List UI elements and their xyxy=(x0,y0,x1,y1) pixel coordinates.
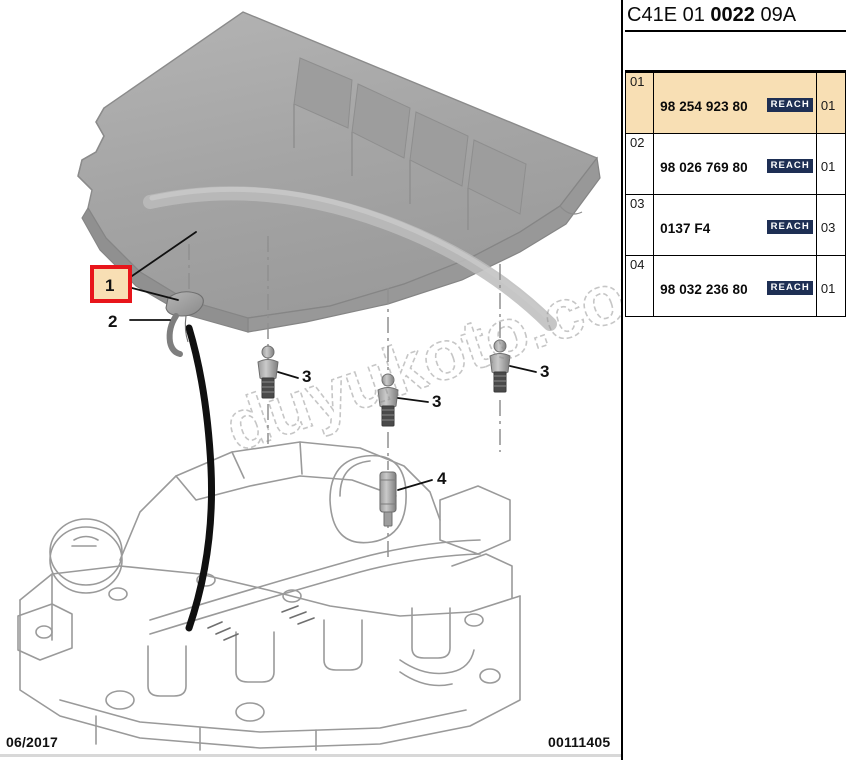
engine-block-linework xyxy=(17,441,521,751)
parts-table: 01 98 254 923 80 REACH 01 02 98 026 769 80 REA… xyxy=(624,72,846,317)
row-index-cell: 03 xyxy=(624,194,655,256)
row-index: 02 xyxy=(630,135,645,150)
tether-cable xyxy=(185,324,216,632)
part-number: 0137 F4 xyxy=(660,221,711,236)
row-index: 03 xyxy=(630,196,645,211)
drawing-number: 00111405 xyxy=(548,734,611,750)
quantity-cell: 01 xyxy=(815,133,846,195)
reach-badge: REACH xyxy=(766,98,813,112)
row-index: 01 xyxy=(630,74,645,89)
retaining-clip-part xyxy=(165,291,204,357)
row-index-cell: 02 xyxy=(624,133,655,195)
callout-label-3a: 3 xyxy=(302,367,312,386)
quantity: 03 xyxy=(820,220,836,235)
revision-date: 06/2017 xyxy=(6,734,59,750)
pane-divider xyxy=(621,0,623,760)
part-number: 98 026 769 80 xyxy=(660,160,748,175)
reference-prefix: C41E 01 xyxy=(627,4,705,26)
centerlines xyxy=(188,236,501,560)
reference-code: 0022 xyxy=(710,4,755,26)
reach-badge: REACH xyxy=(766,159,813,173)
callout-label-1: 1 xyxy=(105,276,115,295)
fastener-stud-right xyxy=(489,339,511,393)
mounting-pin-part xyxy=(379,471,397,527)
quantity-cell: 01 xyxy=(815,255,846,317)
quantity-cell: 01 xyxy=(815,72,846,134)
engine-cover-part xyxy=(77,11,601,333)
callout-label-4: 4 xyxy=(437,469,447,488)
reach-badge: REACH xyxy=(766,281,813,295)
reference-suffix: 09A xyxy=(760,4,797,26)
part-cell-inner: 98 026 769 80 REACH xyxy=(654,134,816,194)
callout-label-3b: 3 xyxy=(432,392,442,411)
quantity-cell: 03 xyxy=(815,194,846,256)
part-number: 98 254 923 80 xyxy=(660,99,748,114)
exploded-parts-drawing: duyukoto.com xyxy=(17,11,622,751)
part-cell-inner: 98 032 236 80 REACH xyxy=(654,256,816,316)
part-number-cell[interactable]: 98 254 923 80 REACH xyxy=(653,72,817,134)
quantity: 01 xyxy=(820,281,836,296)
blank-spacer-row xyxy=(625,32,846,72)
part-cell-inner: 0137 F4 REACH xyxy=(654,195,816,255)
part-cell-inner: 98 254 923 80 REACH xyxy=(654,73,816,133)
header-divider xyxy=(625,30,846,32)
part-number-cell[interactable]: 0137 F4 REACH xyxy=(653,194,817,256)
part-number: 98 032 236 80 xyxy=(660,282,748,297)
quantity: 01 xyxy=(820,98,836,113)
row-index: 04 xyxy=(630,257,645,272)
callout-label-3c: 3 xyxy=(540,362,550,381)
diagram-pane: duyukoto.com 1 2 3 3 3 4 06/2017 0011140… xyxy=(0,11,622,757)
row-index-cell: 04 xyxy=(624,255,655,317)
row-index-cell: 01 xyxy=(624,72,655,134)
table-row[interactable]: 02 98 026 769 80 REACH 01 xyxy=(624,133,846,195)
fastener-stud-center xyxy=(377,373,399,427)
reference-header: C41E 01 0022 09A xyxy=(627,1,846,29)
reach-badge: REACH xyxy=(766,220,813,234)
table-row[interactable]: 03 0137 F4 REACH 03 xyxy=(624,194,846,256)
quantity: 01 xyxy=(820,159,836,174)
callout-1-highlight-box[interactable]: 1 xyxy=(90,265,132,303)
table-row[interactable]: 04 98 032 236 80 REACH 01 xyxy=(624,255,846,317)
callout-label-2: 2 xyxy=(108,312,118,331)
part-number-cell[interactable]: 98 032 236 80 REACH xyxy=(653,255,817,317)
footer-divider xyxy=(0,754,622,757)
table-row[interactable]: 01 98 254 923 80 REACH 01 xyxy=(624,72,846,134)
fastener-stud-left xyxy=(257,345,279,399)
leader-lines xyxy=(129,231,537,491)
part-number-cell[interactable]: 98 026 769 80 REACH xyxy=(653,133,817,195)
